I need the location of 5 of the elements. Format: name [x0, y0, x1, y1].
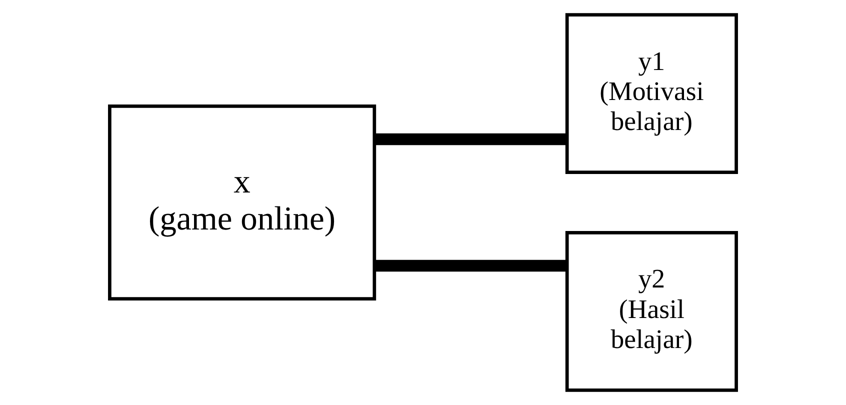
connector: [374, 133, 567, 146]
node-box: y1 (Motivasi belajar): [565, 13, 738, 174]
node-box: y2 (Hasil belajar): [565, 230, 738, 392]
node-box: x (game online): [108, 104, 376, 300]
connector: [374, 260, 567, 272]
